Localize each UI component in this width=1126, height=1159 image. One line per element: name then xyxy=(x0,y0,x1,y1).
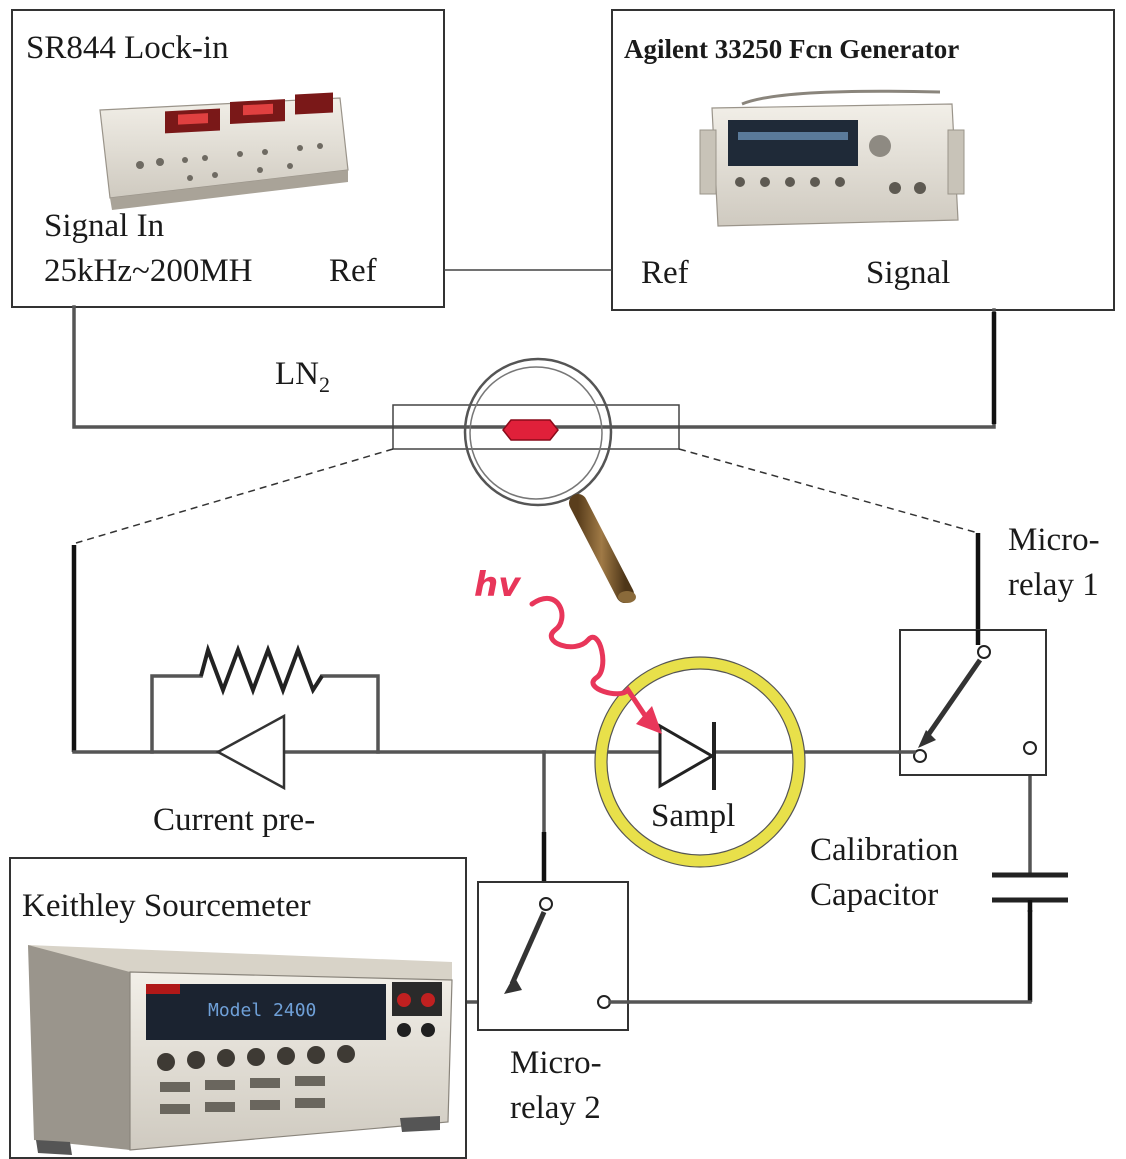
generator-ref-label: Ref xyxy=(641,255,689,291)
microrelay-2-label-line2: relay 2 xyxy=(510,1090,601,1126)
resistor-icon xyxy=(199,643,324,696)
sourcemeter-model-display: Model 2400 xyxy=(208,1000,316,1021)
sourcemeter-device-icon: Model 2400 xyxy=(28,945,453,1155)
diode-icon xyxy=(658,722,716,790)
calibration-capacitor-label-line1: Calibration xyxy=(810,832,958,868)
zoom-line-right xyxy=(678,448,979,534)
sample-stage-window xyxy=(392,404,680,450)
generator-box: Agilent 33250 Fcn Generator Ref Signal xyxy=(611,9,1115,311)
wavy-arrow-icon xyxy=(529,595,662,734)
sample-highlight-ring xyxy=(595,657,805,867)
lockin-signal-in-label: Signal In xyxy=(44,208,164,244)
calibration-capacitor-label-line2: Capacitor xyxy=(810,877,938,913)
microrelay-2-label-line1: Micro- xyxy=(510,1045,602,1081)
lockin-frequency-range: 25kHz~200MH xyxy=(44,253,253,289)
generator-title: Agilent 33250 Fcn Generator xyxy=(624,34,959,64)
sample-marker xyxy=(502,419,559,441)
zoom-line-left xyxy=(75,448,394,544)
generator-signal-label: Signal xyxy=(866,255,950,291)
lockin-device-icon xyxy=(99,92,349,210)
generator-device-icon xyxy=(699,89,965,227)
sourcemeter-box: Keithley Sourcemeter Model 2400 xyxy=(9,857,467,1159)
current-preamp xyxy=(150,643,380,791)
microrelay-1 xyxy=(898,629,1047,776)
sample-label: Sampl xyxy=(651,798,735,834)
sourcemeter-title: Keithley Sourcemeter xyxy=(22,888,311,924)
current-preamp-label: Current pre- xyxy=(153,802,315,838)
capacitor-icon xyxy=(992,872,1068,912)
microrelay-1-label-line2: relay 1 xyxy=(1008,567,1099,603)
microrelay-2 xyxy=(477,881,630,1031)
lockin-box: SR844 Lock-in Signal In 25kHz~200MH Ref xyxy=(11,9,445,308)
lockin-ref-label: Ref xyxy=(329,253,377,289)
amplifier-triangle-icon xyxy=(215,713,286,791)
lockin-title: SR844 Lock-in xyxy=(26,30,229,66)
lower-circuit-wires xyxy=(71,533,1033,1004)
microrelay-1-label-line1: Micro- xyxy=(1008,522,1100,558)
ln2-label: LN2 xyxy=(275,356,330,397)
photon-label: hv xyxy=(474,565,522,605)
magnifying-glass-icon xyxy=(463,357,636,603)
